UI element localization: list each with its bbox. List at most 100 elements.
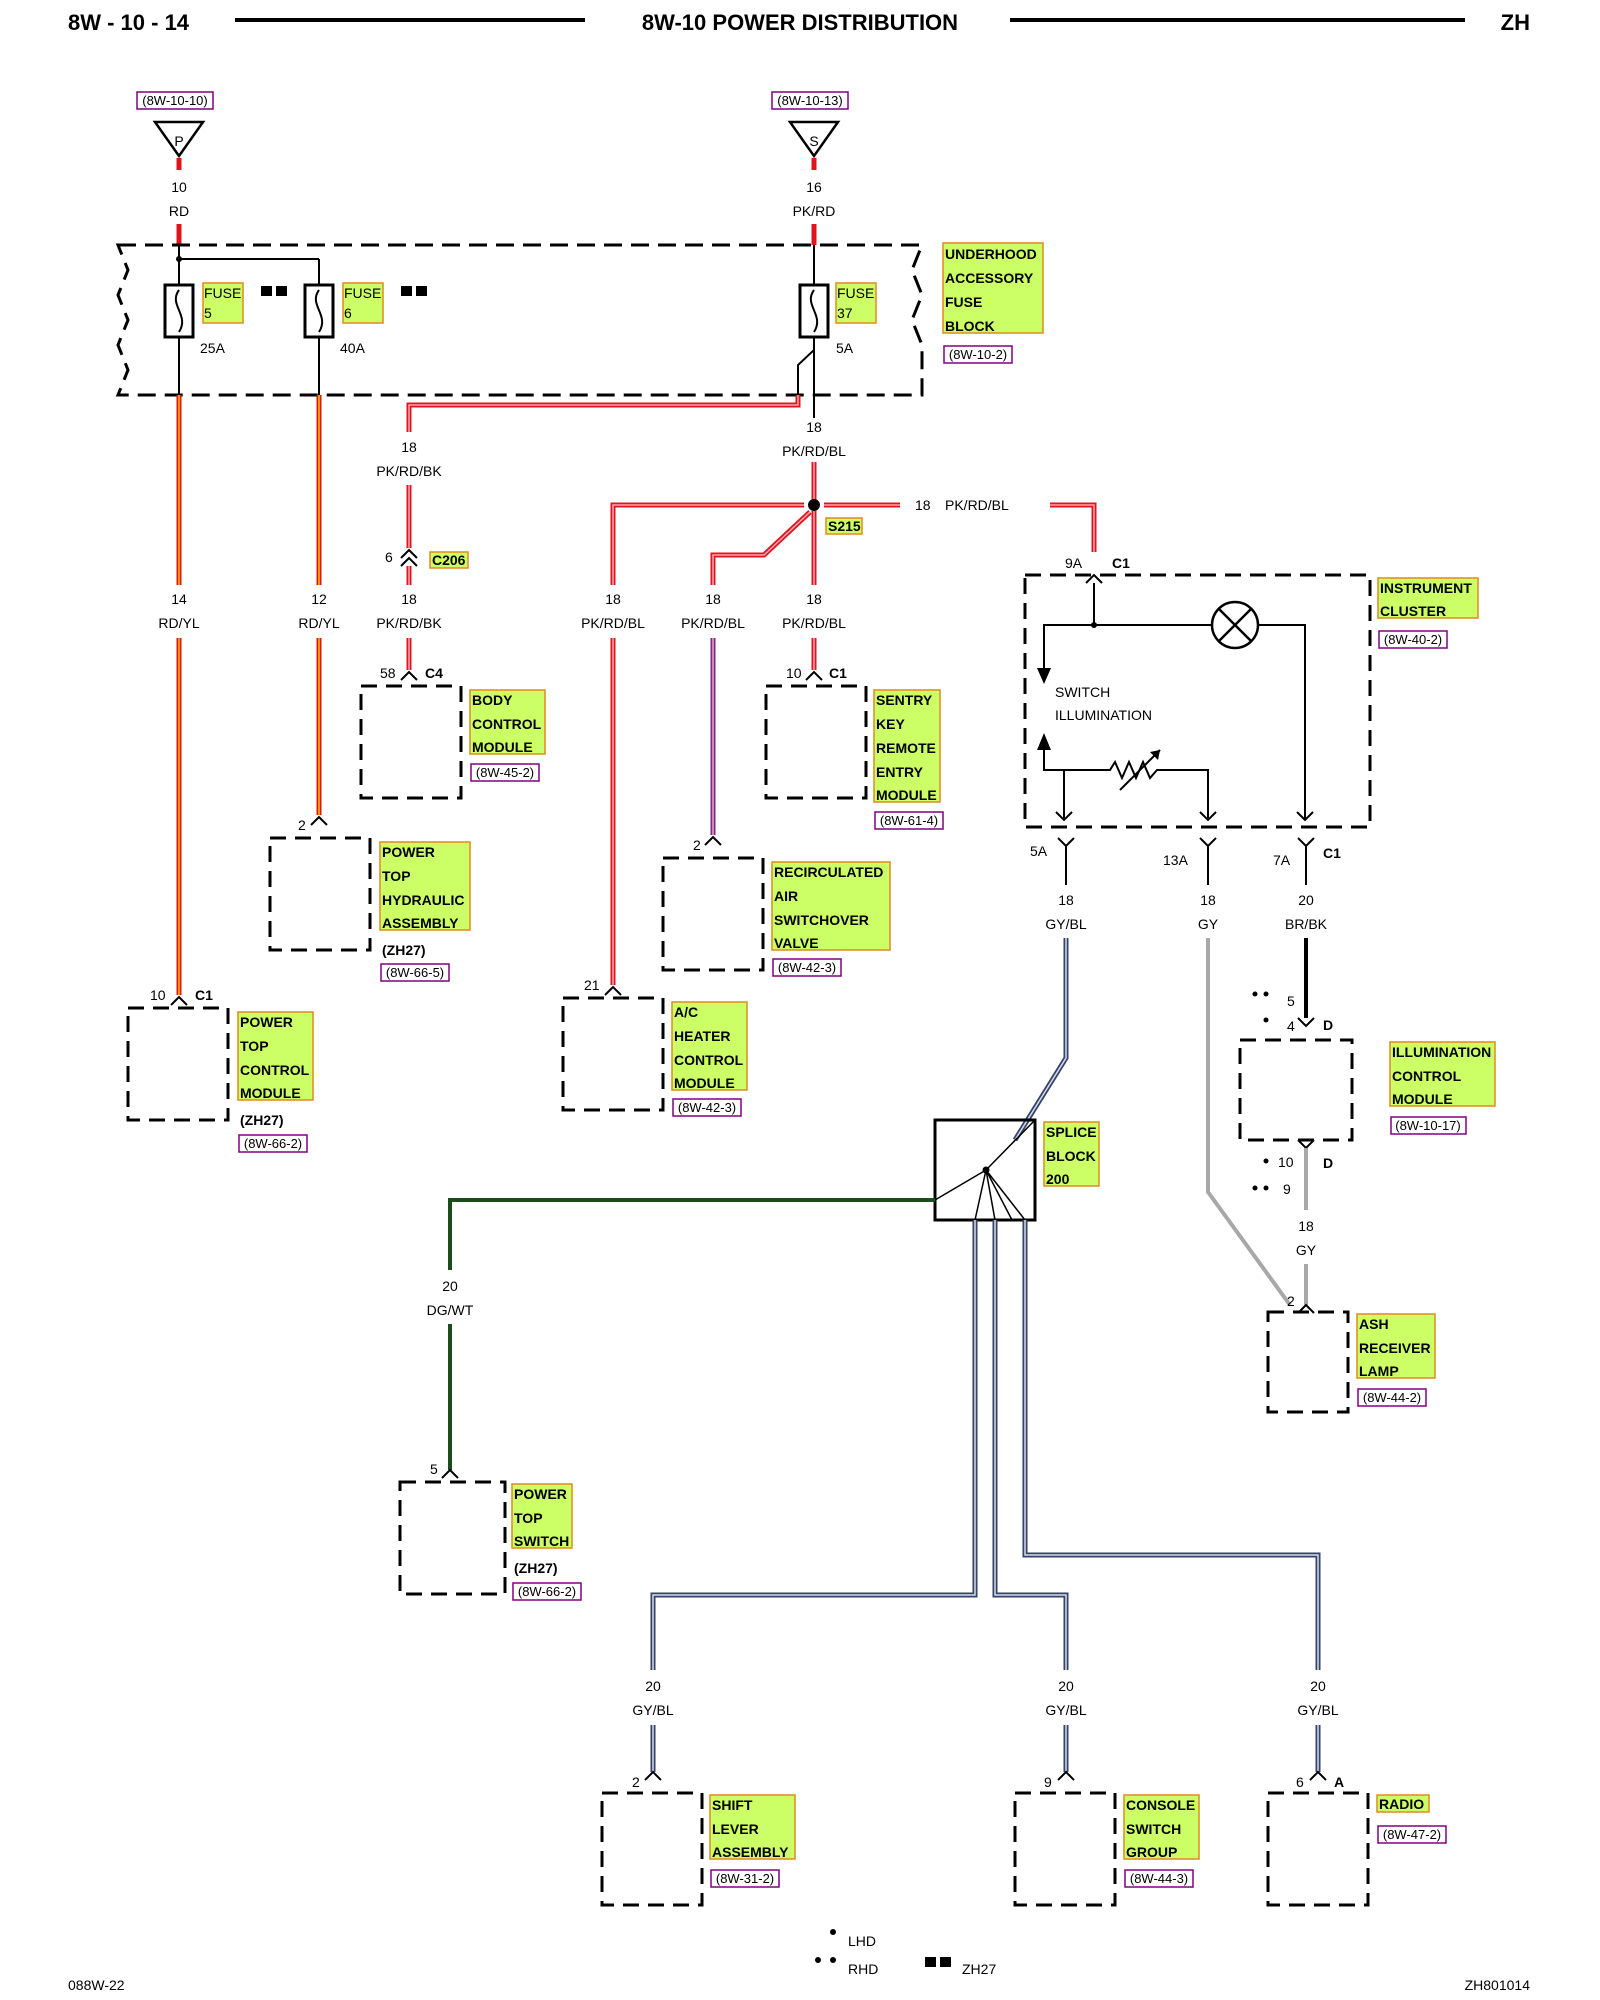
- sb-label-2: BLOCK: [1046, 1148, 1096, 1164]
- pts-label-3: SWITCH: [514, 1533, 569, 1549]
- achcm-ref[interactable]: (8W-42-3): [678, 1100, 736, 1115]
- ptcm-label-4: MODULE: [240, 1085, 301, 1101]
- icm-ref[interactable]: (8W-10-17): [1395, 1118, 1461, 1133]
- ic-label-2: CLUSTER: [1380, 603, 1446, 619]
- sla-label-3: ASSEMBLY: [712, 1844, 789, 1860]
- wire-14-color: RD/YL: [158, 615, 199, 631]
- ptcm-note: (ZH27): [240, 1112, 284, 1128]
- ptcm-label-1: POWER: [240, 1014, 293, 1030]
- pts-ref[interactable]: (8W-66-2): [518, 1584, 576, 1599]
- radio-ref[interactable]: (8W-47-2): [1383, 1827, 1441, 1842]
- ptcm-ref[interactable]: (8W-66-2): [244, 1136, 302, 1151]
- wire-dgwt-color: DG/WT: [427, 1302, 474, 1318]
- pts-label-1: POWER: [514, 1486, 567, 1502]
- sla-label-1: SHIFT: [712, 1797, 753, 1813]
- rasv-label-3: SWITCHOVER: [774, 912, 869, 928]
- radio-conn: A: [1334, 1774, 1344, 1790]
- footer-right-code: ZH801014: [1465, 1977, 1531, 1993]
- ash-receiver-lamp: 2 ASH RECEIVER LAMP (8W-44-2): [1266, 1293, 1436, 1414]
- wire-12-color: RD/YL: [298, 615, 339, 631]
- skrem-ref[interactable]: (8W-61-4): [880, 813, 938, 828]
- bcm-label-1: BODY: [472, 692, 513, 708]
- wire-gybl-a-color: GY/BL: [632, 1702, 673, 1718]
- ic-in-pin: 9A: [1065, 555, 1083, 571]
- legend: LHD RHD ZH27: [815, 1929, 996, 1977]
- ic-label-1: INSTRUMENT: [1380, 580, 1472, 596]
- arl-ref[interactable]: (8W-44-2): [1363, 1390, 1421, 1405]
- fuse-37-rating: 5A: [836, 340, 854, 356]
- fuse-37-number: 37: [837, 305, 853, 321]
- bcm-conn: C4: [425, 665, 443, 681]
- rasv-ref[interactable]: (8W-42-3): [778, 960, 836, 975]
- source-s-ref[interactable]: (8W-10-13): [777, 93, 843, 108]
- pth-label-4: ASSEMBLY: [382, 915, 459, 931]
- fuse-6-name: FUSE: [344, 285, 381, 301]
- skrem-label-2: KEY: [876, 716, 905, 732]
- arl-label-3: LAMP: [1359, 1363, 1399, 1379]
- pth-label-1: POWER: [382, 844, 435, 860]
- wire-gybl-18-gauge: 18: [1058, 892, 1074, 908]
- rasv-label-4: VALVE: [774, 935, 819, 951]
- icm-label-2: CONTROL: [1392, 1068, 1462, 1084]
- arl-pin: 2: [1287, 1293, 1295, 1309]
- csg-pin: 9: [1044, 1774, 1052, 1790]
- achcm-pin: 21: [584, 977, 600, 993]
- ptcm-pin: 10: [150, 987, 166, 1003]
- skrem-label-3: REMOTE: [876, 740, 936, 756]
- csg-label-1: CONSOLE: [1126, 1797, 1195, 1813]
- recirculated-air-switchover-valve: 2 RECIRCULATED AIR SWITCHOVER VALVE (8W-…: [661, 835, 891, 977]
- icm-label-1: ILLUMINATION: [1392, 1044, 1491, 1060]
- wire-pkrdbl-top-gauge: 18: [806, 419, 822, 435]
- pth-label-3: HYDRAULIC: [382, 892, 464, 908]
- wire-pkrdbl-a-color: PK/RD/BL: [581, 615, 645, 631]
- wire-gy-18a-gauge: 18: [1200, 892, 1216, 908]
- wire-gy-18b-gauge: 18: [1298, 1218, 1314, 1234]
- csg-label-2: SWITCH: [1126, 1821, 1181, 1837]
- bcm-ref[interactable]: (8W-45-2): [476, 765, 534, 780]
- sentry-key-remote-entry-module: 10 C1 SENTRY KEY REMOTE ENTRY MODULE (8W…: [764, 665, 944, 830]
- wire-gybl-c-gauge: 20: [1310, 1678, 1326, 1694]
- ac-heater-control-module: 21 A/C HEATER CONTROL MODULE (8W-42-3): [561, 977, 748, 1117]
- illumination-control-module: 5 4 D 10 D 9 ILLUMINATION CONTROL MODULE…: [1238, 991, 1496, 1197]
- icm-pin-top-b: 4: [1287, 1018, 1295, 1034]
- pts-note: (ZH27): [514, 1560, 558, 1576]
- fuse-block-label-3: FUSE: [945, 294, 982, 310]
- model-code: ZH: [1501, 10, 1530, 35]
- wire-pkrdbl-right-gauge: 18: [915, 497, 931, 513]
- wire-gy-18b-color: GY: [1296, 1242, 1317, 1258]
- ic-ref[interactable]: (8W-40-2): [1384, 632, 1442, 647]
- source-s-letter: S: [809, 133, 818, 149]
- source-p-gauge: 10: [171, 179, 187, 195]
- fuse-block-ref[interactable]: (8W-10-2): [949, 347, 1007, 362]
- icm-conn-bot: D: [1323, 1155, 1333, 1171]
- pth-ref[interactable]: (8W-66-5): [386, 965, 444, 980]
- connector-c206: 6 C206: [385, 548, 469, 569]
- achcm-label-1: A/C: [674, 1004, 698, 1020]
- icm-pin-bot-a: 10: [1278, 1154, 1294, 1170]
- achcm-label-4: MODULE: [674, 1075, 735, 1091]
- wire-12-gauge: 12: [311, 591, 327, 607]
- source-p-letter: P: [174, 133, 183, 149]
- shift-lever-assembly: 2 SHIFT LEVER ASSEMBLY (8W-31-2): [600, 1770, 796, 1907]
- source-p-ref[interactable]: (8W-10-10): [142, 93, 208, 108]
- wire-gybl-18-color: GY/BL: [1045, 916, 1086, 932]
- splice-s215-name: S215: [828, 518, 861, 534]
- page-header: 8W - 10 - 14 8W-10 POWER DISTRIBUTION ZH: [68, 10, 1530, 35]
- ic-switch-text-2: ILLUMINATION: [1055, 707, 1152, 723]
- fuse-6-rating: 40A: [340, 340, 366, 356]
- sla-ref[interactable]: (8W-31-2): [716, 1871, 774, 1886]
- splice-block-200: SPLICE BLOCK 200: [933, 1118, 1100, 1222]
- pth-label-2: TOP: [382, 868, 411, 884]
- achcm-label-2: HEATER: [674, 1028, 731, 1044]
- c206-pin: 6: [385, 549, 393, 565]
- ic-in-conn: C1: [1112, 555, 1130, 571]
- csg-ref[interactable]: (8W-44-3): [1130, 1871, 1188, 1886]
- sb-label-3: 200: [1046, 1171, 1070, 1187]
- body-control-module: 58 C4 BODY CONTROL MODULE (8W-45-2): [359, 665, 546, 800]
- radio-pin: 6: [1296, 1774, 1304, 1790]
- wire-pkrdbk-bot-gauge: 18: [401, 591, 417, 607]
- underhood-accessory-fuse-block: FUSE 5 25A FUSE 6 40A FUSE 37 5A UNDERHO…: [115, 242, 1044, 397]
- source-s-color: PK/RD: [793, 203, 836, 219]
- page-title: 8W-10 POWER DISTRIBUTION: [642, 10, 958, 35]
